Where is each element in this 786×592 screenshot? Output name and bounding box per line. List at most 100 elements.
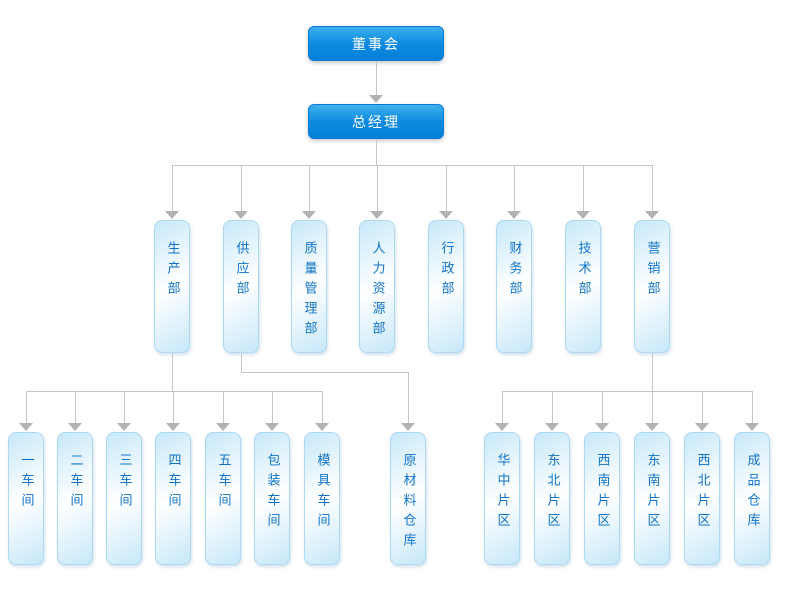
- unit-node-label: 西南片区: [594, 453, 610, 533]
- arrow-down-icon: [315, 423, 329, 431]
- department-node-label: 营销部: [644, 241, 660, 301]
- arrow-down-icon: [439, 211, 453, 219]
- board-node[interactable]: 董事会: [308, 26, 444, 61]
- unit-node-label: 一车间: [18, 453, 34, 513]
- unit-node-label: 西北片区: [694, 453, 710, 533]
- arrow-down-icon: [165, 211, 179, 219]
- connector-vline: [552, 391, 553, 423]
- connector-vline: [502, 391, 503, 423]
- unit-node[interactable]: 东北片区: [534, 432, 570, 565]
- department-node-label: 质量管理部: [301, 241, 317, 341]
- connector-vline: [172, 353, 173, 391]
- unit-node[interactable]: 成品仓库: [734, 432, 770, 565]
- connector-vline: [583, 165, 584, 211]
- arrow-down-icon: [302, 211, 316, 219]
- arrow-down-icon: [545, 423, 559, 431]
- connector-vline: [408, 372, 409, 423]
- arrow-down-icon: [68, 423, 82, 431]
- unit-node[interactable]: 四车间: [155, 432, 191, 565]
- unit-node[interactable]: 西北片区: [684, 432, 720, 565]
- unit-node-label: 四车间: [165, 453, 181, 513]
- department-node[interactable]: 生产部: [154, 220, 190, 353]
- unit-node[interactable]: 模具车间: [304, 432, 340, 565]
- unit-node-label: 模具车间: [314, 453, 330, 533]
- arrow-down-icon: [576, 211, 590, 219]
- department-node[interactable]: 人力资源部: [359, 220, 395, 353]
- connector-hline: [172, 165, 653, 166]
- arrow-down-icon: [401, 423, 415, 431]
- connector-vline: [652, 353, 653, 391]
- connector-vline: [377, 165, 378, 211]
- connector-vline: [241, 165, 242, 211]
- connector-vline: [446, 165, 447, 211]
- connector-vline: [702, 391, 703, 423]
- unit-node[interactable]: 东南片区: [634, 432, 670, 565]
- arrow-down-icon: [265, 423, 279, 431]
- connector-vline: [272, 391, 273, 423]
- connector-hline: [26, 391, 323, 392]
- department-node-label: 财务部: [506, 241, 522, 301]
- arrow-down-icon: [166, 423, 180, 431]
- unit-node[interactable]: 二车间: [57, 432, 93, 565]
- department-node[interactable]: 财务部: [496, 220, 532, 353]
- arrow-down-icon: [645, 211, 659, 219]
- arrow-down-icon: [234, 211, 248, 219]
- connector-vline: [173, 391, 174, 423]
- unit-node[interactable]: 包装车间: [254, 432, 290, 565]
- unit-node[interactable]: 原材料仓库: [390, 432, 426, 565]
- connector-vline: [241, 353, 242, 372]
- connector-vline: [652, 391, 653, 423]
- connector-vline: [172, 165, 173, 211]
- connector-vline: [322, 391, 323, 423]
- connector-hline: [502, 391, 753, 392]
- unit-node-label: 华中片区: [494, 453, 510, 533]
- unit-node-label: 东南片区: [644, 453, 660, 533]
- connector-vline: [309, 165, 310, 211]
- unit-node-label: 包装车间: [264, 453, 280, 533]
- arrow-down-icon: [645, 423, 659, 431]
- department-node-label: 生产部: [164, 241, 180, 301]
- arrow-down-icon: [695, 423, 709, 431]
- connector-vline: [602, 391, 603, 423]
- connector-vline: [752, 391, 753, 423]
- department-node-label: 人力资源部: [369, 241, 385, 341]
- connector-vline: [652, 165, 653, 211]
- unit-node-label: 二车间: [67, 453, 83, 513]
- arrow-down-icon: [369, 95, 383, 103]
- department-node[interactable]: 行政部: [428, 220, 464, 353]
- connector-vline: [26, 391, 27, 423]
- unit-node[interactable]: 一车间: [8, 432, 44, 565]
- department-node[interactable]: 质量管理部: [291, 220, 327, 353]
- department-node-label: 供应部: [233, 241, 249, 301]
- arrow-down-icon: [595, 423, 609, 431]
- arrow-down-icon: [216, 423, 230, 431]
- connector-vline: [223, 391, 224, 423]
- unit-node-label: 成品仓库: [744, 453, 760, 533]
- department-node[interactable]: 供应部: [223, 220, 259, 353]
- connector-vline: [124, 391, 125, 423]
- connector-vline: [75, 391, 76, 423]
- unit-node[interactable]: 五车间: [205, 432, 241, 565]
- arrow-down-icon: [745, 423, 759, 431]
- connector-vline: [514, 165, 515, 211]
- general-manager-node[interactable]: 总经理: [308, 104, 444, 139]
- unit-node-label: 五车间: [215, 453, 231, 513]
- connector-vline: [376, 140, 377, 165]
- unit-node-label: 三车间: [116, 453, 132, 513]
- unit-node[interactable]: 西南片区: [584, 432, 620, 565]
- unit-node-label: 原材料仓库: [400, 453, 416, 553]
- department-node[interactable]: 营销部: [634, 220, 670, 353]
- connector-hline: [241, 372, 409, 373]
- unit-node-label: 东北片区: [544, 453, 560, 533]
- unit-node[interactable]: 三车间: [106, 432, 142, 565]
- arrow-down-icon: [370, 211, 384, 219]
- department-node[interactable]: 技术部: [565, 220, 601, 353]
- arrow-down-icon: [117, 423, 131, 431]
- arrow-down-icon: [495, 423, 509, 431]
- arrow-down-icon: [507, 211, 521, 219]
- unit-node[interactable]: 华中片区: [484, 432, 520, 565]
- department-node-label: 行政部: [438, 241, 454, 301]
- arrow-down-icon: [19, 423, 33, 431]
- department-node-label: 技术部: [575, 241, 591, 301]
